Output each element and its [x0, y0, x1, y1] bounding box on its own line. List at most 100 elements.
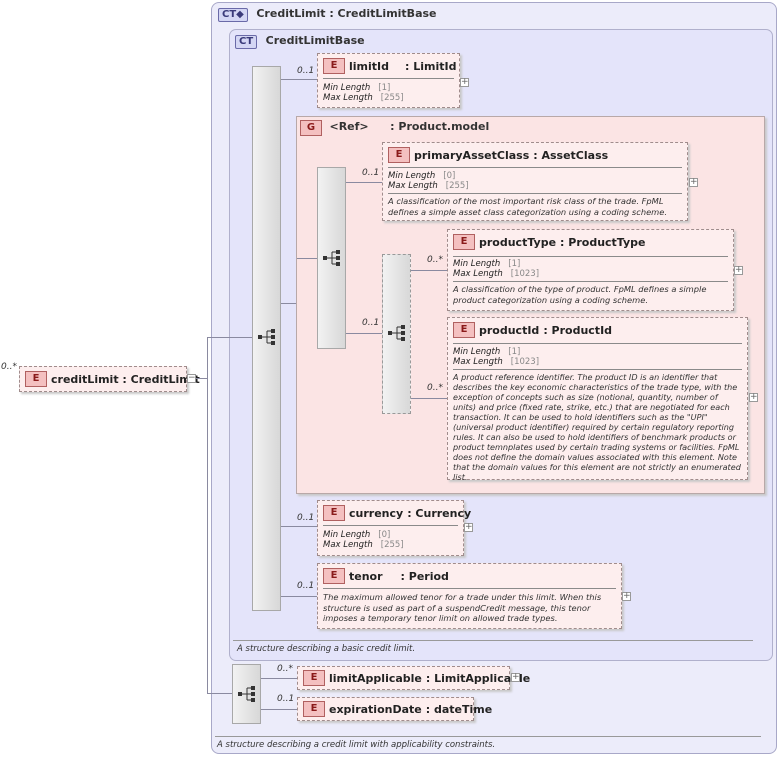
sequence-icon	[258, 329, 275, 345]
element-badge: E	[303, 670, 325, 686]
connector	[196, 378, 208, 379]
root-multiplicity: 0..*	[1, 362, 17, 372]
divider	[215, 736, 761, 737]
element-name: productId	[479, 323, 540, 337]
facet-max-length: Max Length[255]	[323, 93, 404, 103]
group-badge: G	[300, 120, 322, 136]
connector	[281, 596, 317, 597]
facet-min-length: Min Length[1]	[453, 347, 521, 357]
expand-toggle[interactable]: +	[511, 672, 520, 682]
expand-toggle[interactable]: +	[734, 265, 743, 275]
element-badge: E	[323, 58, 345, 74]
element-name: primaryAssetClass	[414, 148, 530, 162]
facet-min-length: Min Length[1]	[323, 83, 391, 93]
connector	[281, 79, 317, 80]
limitApplicable-multiplicity: 0..*	[277, 664, 293, 674]
sequence-compositor[interactable]	[252, 66, 281, 611]
limitId-multiplicity: 0..1	[297, 66, 315, 76]
divider	[453, 369, 742, 370]
sequence-icon	[388, 325, 405, 341]
expirationDate-multiplicity: 0..1	[277, 694, 295, 704]
expand-toggle[interactable]: +	[464, 522, 473, 532]
element-type: : Currency	[407, 506, 472, 520]
connector	[281, 526, 317, 527]
facet-max-length: Max Length[255]	[323, 540, 404, 550]
divider	[453, 281, 728, 282]
element-badge: E	[453, 322, 475, 338]
element-type: : LimitApplicable	[425, 671, 531, 685]
complex-type-badge: CT	[235, 35, 258, 49]
collapse-toggle[interactable]: −	[187, 373, 196, 383]
element-badge: E	[453, 234, 475, 250]
currency-multiplicity: 0..1	[297, 513, 315, 523]
connector	[207, 337, 253, 338]
primaryAssetClass-multiplicity: 0..1	[362, 168, 380, 178]
facet-max-length: Max Length[255]	[388, 181, 469, 191]
group-header: G <Ref> : Product.model	[300, 120, 489, 136]
divider	[233, 640, 753, 641]
element-documentation: A product reference identifier. The prod…	[453, 372, 741, 482]
outer-ct-caption: A structure describing a credit limit wi…	[217, 740, 496, 750]
element-name: tenor	[349, 569, 383, 583]
element-type: : Period	[400, 569, 449, 583]
outer-ct-title: CreditLimit : CreditLimitBase	[256, 7, 437, 20]
outer-ct-header: CT◆ CreditLimit : CreditLimitBase	[218, 7, 437, 22]
element-name: limitId	[349, 59, 389, 73]
facet-max-length: Max Length[1023]	[453, 269, 540, 279]
element-type: : ProductId	[543, 323, 613, 337]
sequence-icon	[323, 250, 340, 266]
group-name: : Product.model	[390, 120, 490, 133]
divider	[323, 78, 454, 79]
facet-max-length: Max Length[1023]	[453, 357, 540, 367]
connector	[411, 270, 447, 271]
element-name: limitApplicable	[329, 671, 422, 685]
element-badge: E	[25, 371, 47, 387]
expand-toggle[interactable]: +	[689, 177, 698, 187]
tenor-multiplicity: 0..1	[297, 581, 315, 591]
root-element-name: creditLimit : CreditLimit	[51, 372, 200, 386]
connector	[281, 303, 297, 304]
connector	[261, 709, 297, 710]
facet-min-length: Min Length[0]	[388, 171, 456, 181]
expand-toggle[interactable]: +	[622, 591, 631, 601]
element-badge: E	[303, 701, 325, 717]
expand-toggle[interactable]: +	[460, 77, 469, 87]
choice-multiplicity: 0..1	[362, 318, 380, 328]
facet-min-length: Min Length[1]	[453, 259, 521, 269]
connector	[297, 258, 317, 259]
element-name: expirationDate	[329, 702, 422, 716]
connector	[207, 693, 232, 694]
divider	[388, 167, 682, 168]
productId-multiplicity: 0..*	[427, 383, 443, 393]
complex-type-badge: CT◆	[218, 8, 248, 22]
sequence-icon	[238, 686, 255, 702]
connector	[346, 182, 382, 183]
divider	[323, 525, 458, 526]
element-badge: E	[323, 505, 345, 521]
divider	[388, 193, 682, 194]
expand-toggle[interactable]: +	[749, 392, 758, 402]
element-documentation: A classification of the most important r…	[388, 196, 668, 217]
element-type: : dateTime	[425, 702, 493, 716]
divider	[323, 588, 616, 589]
element-badge: E	[388, 147, 410, 163]
element-type: : AssetClass	[533, 148, 609, 162]
inner-ct-title: CreditLimitBase	[265, 34, 365, 47]
divider	[453, 256, 728, 257]
divider	[453, 343, 742, 344]
element-documentation: The maximum allowed tenor for a trade un…	[323, 592, 602, 623]
facet-min-length: Min Length[0]	[323, 530, 391, 540]
element-badge: E	[323, 568, 345, 584]
element-documentation: A classification of the type of product.…	[453, 284, 707, 305]
connector	[346, 333, 382, 334]
inner-ct-caption: A structure describing a basic credit li…	[237, 644, 416, 654]
